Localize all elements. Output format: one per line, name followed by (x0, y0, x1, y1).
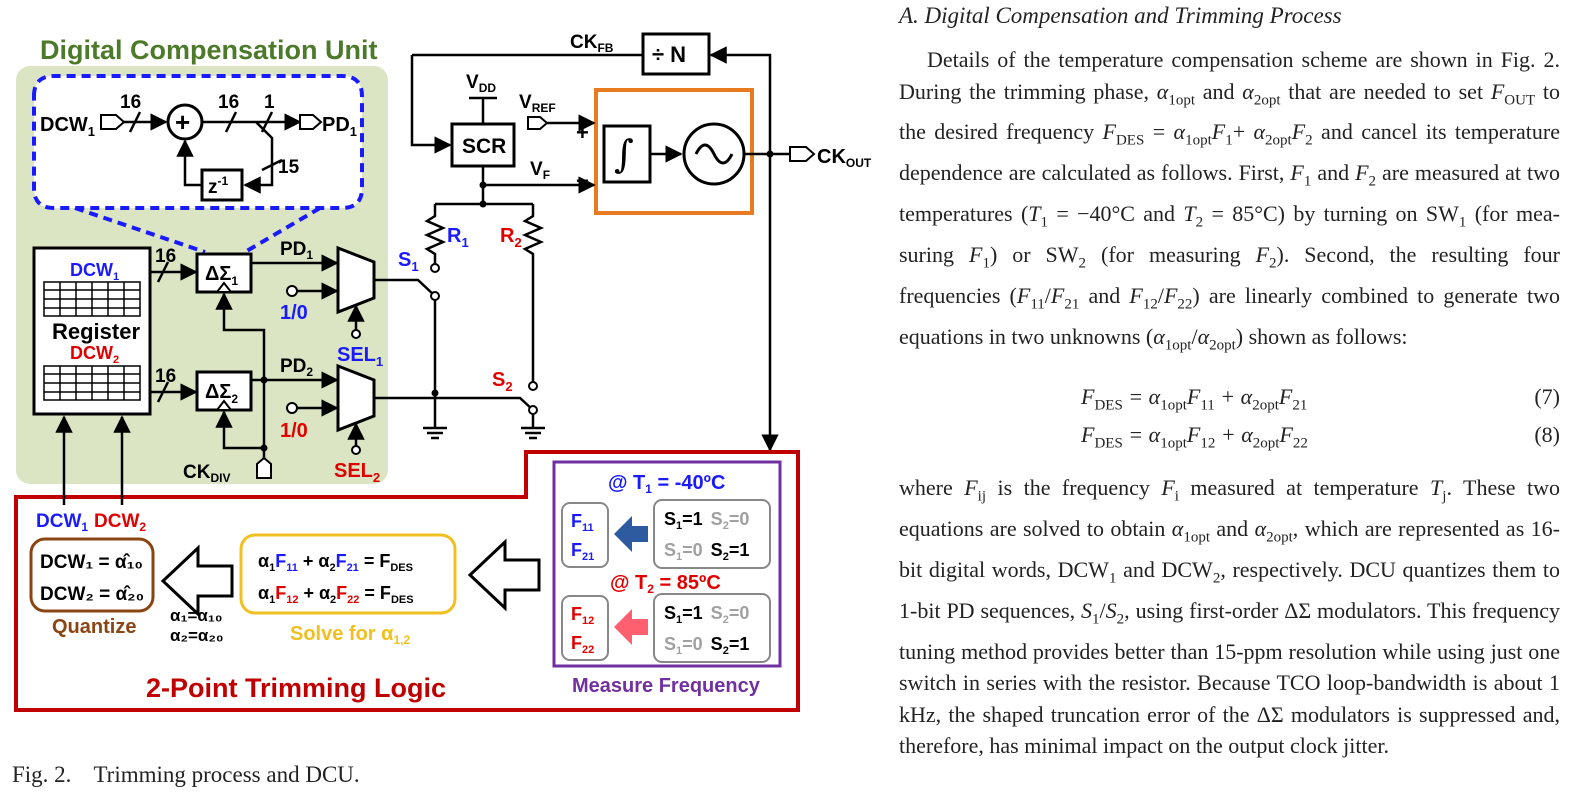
s2-label: S2 (492, 369, 513, 394)
alpha1-eq: α₁=α₁₀ (170, 606, 223, 625)
f22-label: F22 (571, 633, 594, 656)
vdd-label: VDD (466, 72, 496, 95)
bus-width-15: 15 (278, 157, 300, 178)
bus-width-16a: 16 (120, 92, 141, 113)
scr-label: SCR (462, 135, 506, 158)
hollow-arrow-2 (467, 538, 541, 612)
register-dcw2-label: DCW2 (70, 343, 119, 366)
f12-label: F12 (571, 604, 594, 627)
pd1-output-label: PD1 (322, 114, 357, 139)
solve-label: Solve for α1,2 (290, 623, 410, 647)
quantize-label: Quantize (52, 616, 136, 638)
bus-width-16d: 16 (155, 366, 176, 387)
f21-label: F21 (571, 540, 594, 563)
adder-plus: + (175, 107, 190, 137)
solve-box (239, 533, 457, 615)
vref-port (527, 116, 549, 130)
divider-label: ÷ N (652, 42, 686, 67)
f11-label: F11 (571, 511, 594, 534)
ground-2 (521, 426, 545, 440)
ckdiv-label: CKDIV (183, 462, 230, 485)
measure-arrow-2 (614, 609, 648, 645)
bus-width-1: 1 (264, 92, 275, 113)
paragraph-2: where Fij is the frequency Fi measured a… (899, 475, 1561, 759)
bus-width-16b: 16 (218, 92, 239, 113)
dcw1-input-label: DCW1 (40, 114, 95, 139)
delay-label: z-1 (208, 174, 228, 198)
register-label: Register (52, 319, 140, 344)
caption-text: Trimming process and DCU. (93, 762, 360, 787)
register-grid-1 (43, 281, 141, 317)
solve-eq-1: α1F11 + α2F21 = FDES (258, 551, 413, 574)
integrator-symbol: ∫ (614, 132, 634, 176)
dcw1-out-label: DCW1 (36, 511, 88, 534)
register-dcw1-label: DCW1 (70, 260, 119, 283)
modulator-detail-box (32, 74, 364, 210)
paragraph-1: Details of the temperature compensation … (899, 47, 1561, 354)
r2-label: R2 (500, 225, 522, 250)
trimming-logic-title: 2-Point Trimming Logic (146, 673, 446, 703)
minus-sign: − (576, 168, 589, 193)
alpha2-eq: α₂=α₂₀ (170, 626, 224, 645)
hollow-arrow-1 (160, 544, 234, 618)
pd2-label: PD2 (280, 356, 313, 379)
dcu-title: Digital Compensation Unit (40, 35, 378, 65)
ckfb-label: CKFB (570, 32, 614, 55)
section-title: A. Digital Compensation and Trimming Pro… (899, 3, 1342, 28)
figure-2-diagram: Digital Compensation Unit DCW1 16 + 16 1… (14, 32, 872, 712)
measure-frequency-label: Measure Frequency (572, 675, 761, 697)
vref-label: VREF (519, 92, 556, 115)
switch-state-box-1 (653, 499, 771, 569)
solve-eq-2: α1F12 + α2F22 = FDES (258, 583, 414, 606)
one-zero-2: 1/0 (280, 420, 308, 442)
r1-label: R1 (447, 225, 469, 250)
quantize-line-2: DCW₂ = α̂₂₀ (40, 584, 144, 605)
switch-state-box-2 (653, 593, 771, 663)
one-zero-1: 1/0 (280, 302, 308, 324)
ckdiv-port (256, 456, 272, 479)
quantize-box (29, 537, 155, 613)
delta-sigma-2-label: ΔΣ2 (205, 381, 238, 406)
caption-fig-number: Fig. 2. (12, 762, 72, 787)
dcw2-out-label: DCW2 (94, 511, 146, 534)
t2-label: @ T2 = 85ºC (610, 572, 721, 596)
dcw1-input-port (100, 114, 126, 130)
s1-label: S1 (398, 249, 419, 274)
ckout-port (789, 146, 816, 162)
sel1-label: SEL1 (337, 344, 383, 369)
vf-label: VF (530, 159, 550, 182)
bus-width-16c: 16 (155, 246, 176, 267)
sel2-label: SEL2 (334, 460, 380, 485)
measure-arrow-1 (614, 516, 648, 552)
resistor-r2 (521, 204, 545, 382)
quantize-line-1: DCW₁ = α̂₁₀ (40, 552, 143, 573)
t1-label: @ T1 = -40ºC (608, 472, 725, 496)
f11-f21-box (561, 502, 609, 568)
figure-caption: Fig. 2. Trimming process and DCU. (12, 762, 360, 788)
register-grid-2 (43, 365, 141, 401)
pd1-label: PD1 (280, 239, 313, 262)
pd1-output-port (299, 114, 323, 130)
ground-1 (423, 426, 447, 440)
f12-f22-box (561, 595, 609, 661)
ckout-label: CKOUT (817, 146, 872, 170)
resistor-r1 (423, 204, 447, 264)
zoom-line-left (74, 206, 206, 254)
delta-sigma-1-label: ΔΣ1 (205, 263, 238, 288)
